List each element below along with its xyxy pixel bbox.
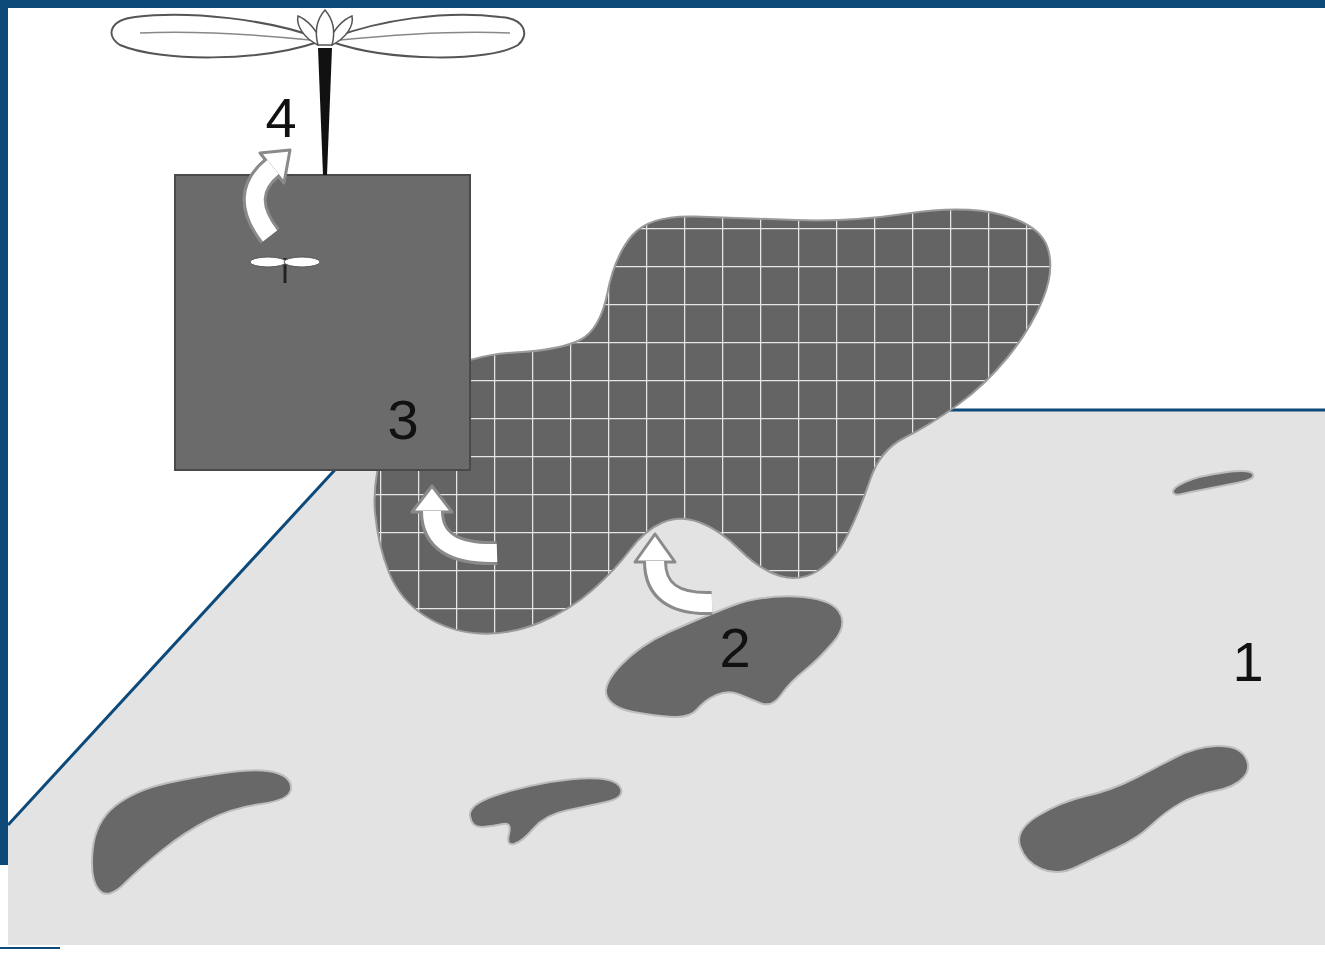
arrow-outline xyxy=(254,168,272,236)
arrow-head xyxy=(412,486,452,512)
habitat-patch xyxy=(1019,746,1248,872)
leaf-vein xyxy=(140,32,310,40)
habitat-patch xyxy=(1173,471,1254,495)
arrow-outline xyxy=(655,562,712,603)
frame-top xyxy=(0,0,1325,8)
callout-number: 1 xyxy=(1232,634,1263,690)
flower-petal xyxy=(316,10,333,45)
seedling-leaf xyxy=(284,257,320,267)
callout-number: 3 xyxy=(387,392,418,448)
arrow-head xyxy=(635,534,675,562)
sample-square xyxy=(175,175,470,470)
frame-left xyxy=(0,0,8,865)
arrow-shaft xyxy=(255,167,273,236)
habitat-patch xyxy=(470,778,622,844)
gridded-region xyxy=(374,210,1050,634)
habitat-patch xyxy=(92,770,291,894)
arrow-shaft xyxy=(432,511,497,553)
flow-arrow xyxy=(254,150,290,236)
flowering-plant xyxy=(112,10,525,175)
flow-arrow xyxy=(635,534,712,603)
plant-leaf xyxy=(112,15,318,58)
arrow-shaft xyxy=(655,561,712,603)
plane-edge xyxy=(8,410,390,825)
seedling-leaf xyxy=(250,257,286,267)
callout-number: 2 xyxy=(719,620,750,676)
flow-arrow xyxy=(412,486,497,553)
callout-number: 4 xyxy=(265,90,296,146)
frame-bottom xyxy=(0,947,60,949)
arrow-outline xyxy=(432,512,497,553)
plant-leaf xyxy=(332,15,524,58)
seedling-icon xyxy=(250,257,320,283)
habitat-patch xyxy=(606,596,842,717)
leaf-vein xyxy=(340,32,510,40)
plant-stem xyxy=(318,48,332,175)
